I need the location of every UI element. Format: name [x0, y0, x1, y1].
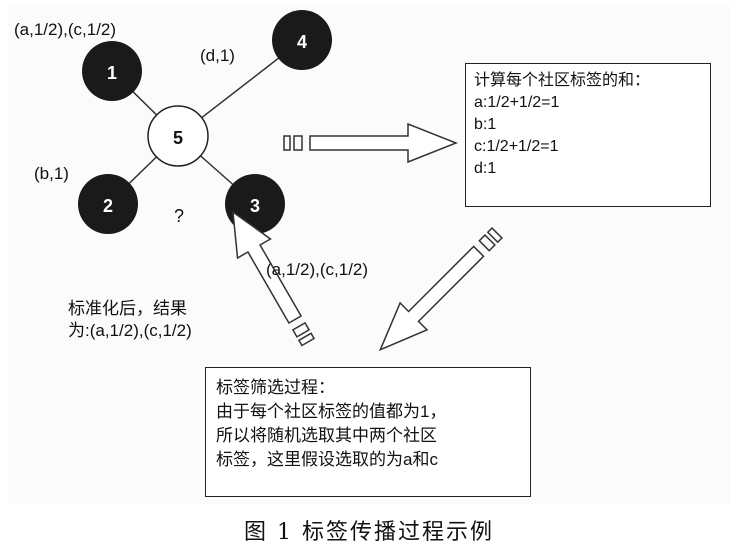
node-3-label: 3: [250, 196, 260, 216]
question-mark-label: ?: [174, 206, 185, 226]
sum-box-line-b: b:1: [474, 116, 497, 133]
edge-label-node-1: (a,1/2),(c,1/2): [14, 20, 117, 39]
node-1: 1: [82, 41, 142, 101]
sum-box: 计算每个社区标签的和： a:1/2+1/2=1 b:1 c:1/2+1/2=1 …: [465, 63, 711, 207]
filter-box-line-3: 标签，这里假设选取的为a和c: [216, 450, 438, 469]
node-1-label: 1: [107, 63, 117, 83]
filter-box-title: 标签筛选过程：: [216, 378, 335, 397]
node-4: 4: [272, 10, 332, 70]
normalize-note-line-2: 为:(a,1/2),(c,1/2): [68, 321, 192, 340]
normalize-note-line-1: 标准化后，结果: [68, 299, 187, 318]
node-2-label: 2: [103, 196, 113, 216]
arrow-to-question-node: [232, 210, 316, 347]
edge-label-node-4: (d,1): [200, 46, 235, 65]
filter-box-line-1: 由于每个社区标签的值都为1，: [216, 402, 447, 421]
figure-caption: 图 1 标签传播过程示例: [244, 520, 494, 545]
sum-box-line-d: d:1: [474, 160, 497, 177]
node-2: 2: [78, 174, 138, 234]
arrow-to-sum-box: [283, 122, 459, 164]
filter-box-line-2: 所以将随机选取其中两个社区: [216, 426, 437, 445]
sum-box-line-a: a:1/2+1/2=1: [474, 94, 560, 111]
normalize-note: 标准化后，结果 为:(a,1/2),(c,1/2): [68, 298, 192, 342]
node-5-label: 5: [173, 128, 183, 148]
node-5: 5: [147, 105, 209, 167]
sum-box-line-c: c:1/2+1/2=1: [474, 138, 559, 155]
filter-box: 标签筛选过程： 由于每个社区标签的值都为1， 所以将随机选取其中两个社区 标签，…: [205, 367, 531, 497]
arrow-to-filter-box: [378, 226, 504, 352]
sum-box-title: 计算每个社区标签的和：: [474, 72, 651, 89]
arrow-label: (a,1/2),(c,1/2): [266, 260, 369, 279]
edge-label-node-2: (b,1): [34, 164, 69, 183]
node-4-label: 4: [297, 32, 307, 52]
